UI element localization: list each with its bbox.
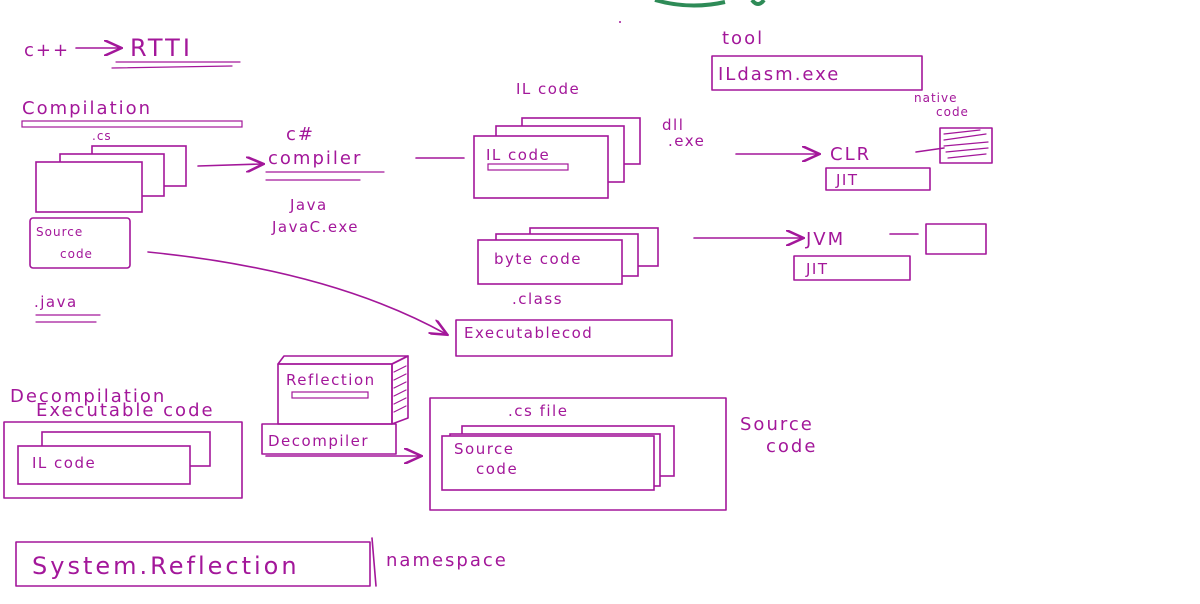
rtti-underline-2	[111, 65, 233, 69]
javac-label: JavaC.exe	[271, 218, 359, 236]
reflection-label: Reflection	[286, 371, 376, 389]
stray-ink-dot	[619, 21, 621, 23]
il-code-title: IL code	[516, 80, 580, 98]
decompilation-frame	[3, 421, 243, 499]
jvm-jit-label: JIT	[805, 260, 829, 278]
source-code-box	[29, 217, 131, 269]
byte-code-label: byte code	[494, 250, 582, 268]
exe-label: .exe	[668, 132, 705, 150]
cpp-label: c++	[24, 40, 70, 61]
native-code-label: code	[936, 105, 969, 119]
compilation-heading: Compilation	[22, 98, 152, 119]
top-accent-mark	[654, 0, 766, 8]
reflection-underline-box	[291, 391, 369, 399]
source-code-line-2: code	[60, 247, 93, 261]
cs-file-frame	[429, 397, 727, 511]
system-reflection-box	[15, 541, 371, 587]
compiler-label: compiler	[268, 148, 362, 169]
native-code-hatching	[943, 129, 989, 159]
decompilation-heading: Decompilation	[10, 386, 166, 407]
source-to-compiler-arrow	[197, 164, 262, 166]
executable-code-title: Executable code	[36, 400, 215, 421]
il-sheet-1	[473, 135, 609, 199]
cs-source-line-1: Source	[454, 440, 515, 458]
tool-label: tool	[722, 28, 764, 49]
ildasm-box	[711, 55, 923, 91]
executable-code-box	[455, 319, 673, 357]
clr-label: CLR	[830, 144, 871, 165]
namespace-label: namespace	[386, 550, 508, 571]
il-code-box-label: IL code	[486, 146, 550, 164]
namespace-bracket	[371, 537, 377, 587]
java-label: Java	[289, 196, 328, 214]
cs-file-sheet-1	[35, 161, 143, 213]
jvm-label: JVM	[805, 229, 845, 250]
source-code-right-line-1: Source	[740, 414, 814, 435]
source-code-right-line-2: code	[766, 436, 817, 457]
clr-jit-label: JIT	[835, 171, 859, 189]
compilation-underline-box	[21, 120, 243, 128]
executable-code-label: Executablecod	[464, 324, 593, 342]
ildasm-label: ILdasm.exe	[718, 64, 840, 85]
jvm-jit-box	[793, 255, 911, 281]
reflection-box-hatching	[393, 365, 407, 413]
decompiler-box	[261, 423, 397, 455]
dll-label: dll	[662, 116, 684, 134]
class-extension-label: .class	[512, 290, 563, 308]
cs-source-line-2: code	[476, 460, 518, 478]
java-extension-label: .java	[34, 293, 78, 311]
source-code-line-1: Source	[36, 225, 83, 239]
decompiler-label: Decompiler	[268, 432, 369, 450]
cs-extension-label: .cs	[92, 129, 112, 143]
clr-jit-box	[825, 167, 931, 191]
il-code-underline-box	[487, 163, 569, 171]
cs-source-sheet-1	[441, 435, 655, 491]
native-label: native	[914, 91, 957, 105]
jvm-native-box	[925, 223, 987, 255]
rtti-label: RTTI	[130, 34, 193, 62]
il-bottom-sheet-1	[17, 445, 191, 485]
csharp-label: c#	[286, 124, 315, 145]
source-to-executable-arrow	[147, 251, 446, 334]
cs-file-label: .cs file	[508, 402, 568, 420]
system-reflection-label: System.Reflection	[32, 552, 300, 580]
byte-sheet-1	[477, 239, 623, 285]
il-code-bottom-label: IL code	[32, 454, 96, 472]
reflection-box-top	[277, 355, 409, 365]
native-code-box	[939, 127, 993, 164]
